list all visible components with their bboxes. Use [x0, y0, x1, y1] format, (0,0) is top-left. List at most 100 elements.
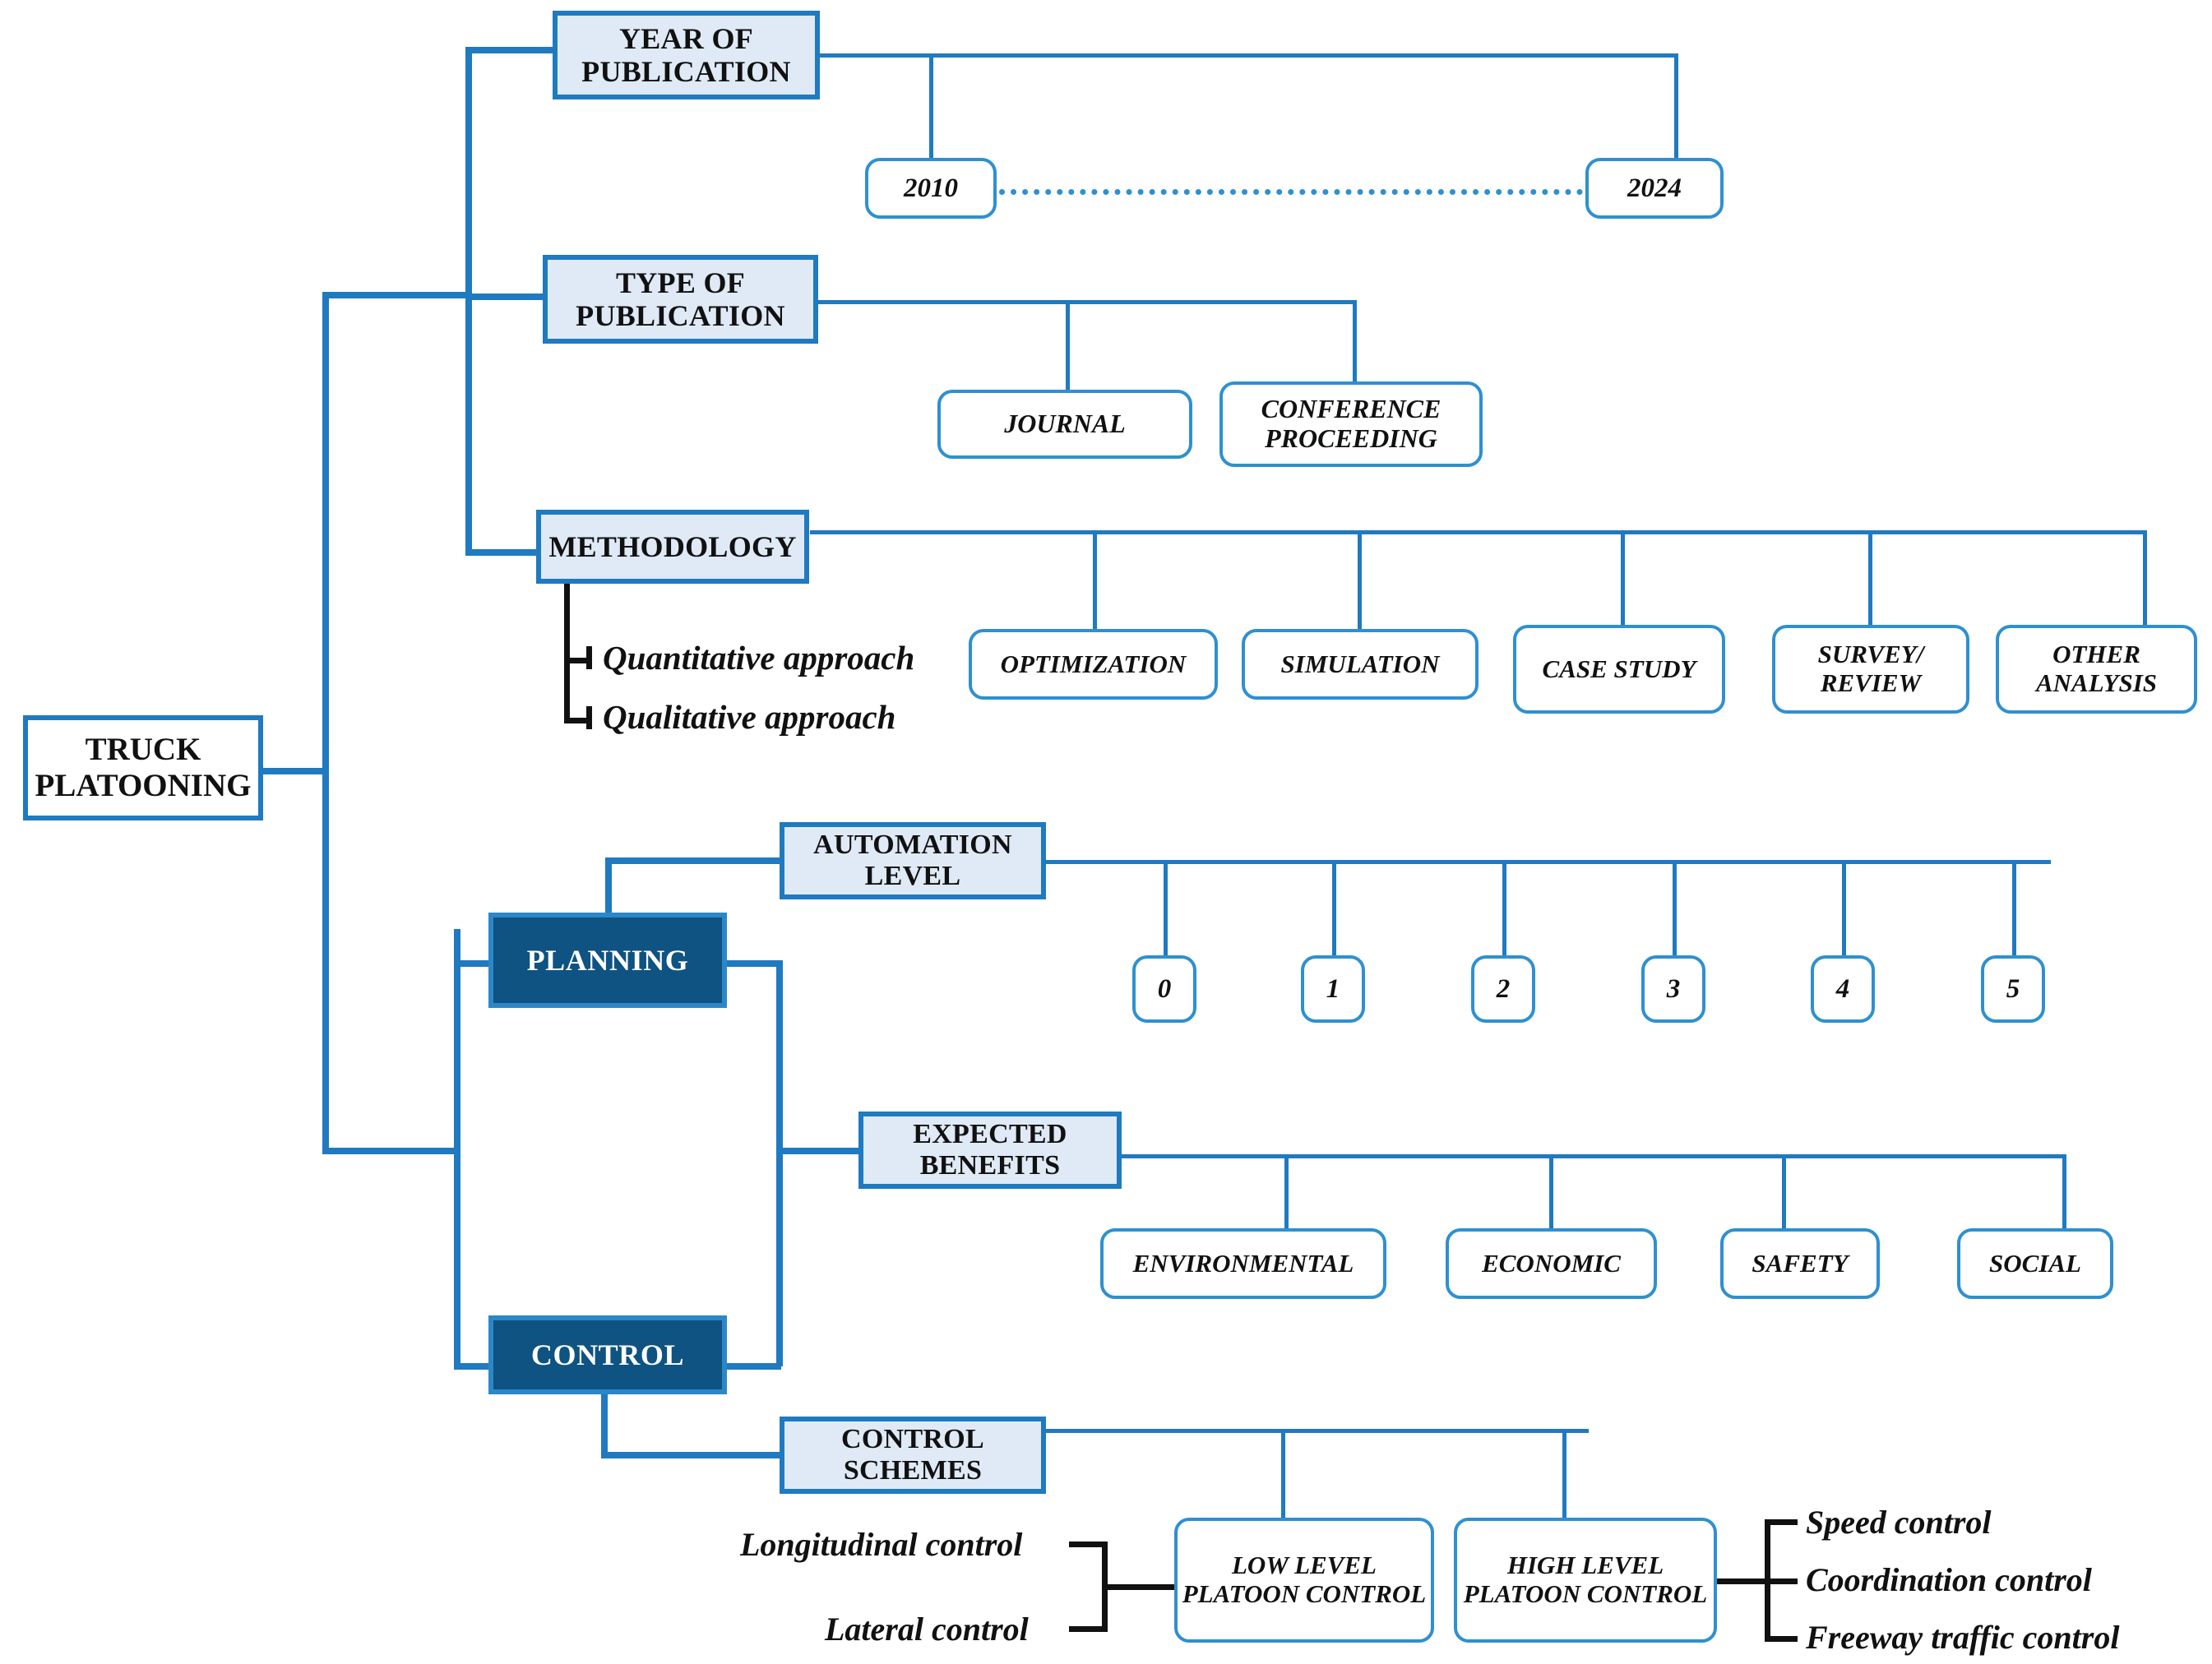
connector-approach-qualitative-tick — [564, 718, 592, 723]
node-journal-label: JOURNAL — [1004, 409, 1126, 439]
connector-planning-control-spine — [454, 929, 460, 1367]
connector-year-2024-drop — [1674, 53, 1678, 163]
node-survey-review-label: SURVEY/ REVIEW — [1817, 640, 1924, 697]
connector-type-journal-drop — [1066, 300, 1070, 392]
node-truck-platooning-label: TRUCK PLATOONING — [35, 732, 252, 803]
node-methodology[interactable]: METHODOLOGY — [536, 510, 809, 584]
node-conference-proceeding[interactable]: CONFERENCE PROCEEDING — [1219, 381, 1483, 467]
label-speed-control: Speed control — [1806, 1503, 1992, 1542]
connector-control-down — [601, 1392, 608, 1458]
connector-coordination-tick — [1765, 1578, 1798, 1584]
node-type-of-publication-label: TYPE OF PUBLICATION — [576, 266, 785, 332]
node-year-2024-label: 2024 — [1627, 173, 1682, 203]
node-year-of-publication[interactable]: YEAR OF PUBLICATION — [553, 11, 820, 99]
connector-approach-quantitative-tick — [564, 658, 592, 663]
node-simulation-label: SIMULATION — [1280, 649, 1440, 678]
connector-benefits-environmental-drop — [1284, 1154, 1289, 1245]
node-benefit-environmental[interactable]: ENVIRONMENTAL — [1100, 1228, 1386, 1299]
connector-methodology-survey-drop — [1868, 530, 1872, 637]
node-planning-label: PLANNING — [526, 943, 689, 977]
connector-automation-4-drop — [1842, 860, 1846, 960]
node-survey-review[interactable]: SURVEY/ REVIEW — [1772, 625, 1969, 714]
connector-benefits-economic-drop — [1549, 1154, 1553, 1245]
connector-automation-0-drop — [1164, 860, 1168, 960]
connector-lateral-tick — [1069, 1626, 1106, 1632]
node-other-analysis[interactable]: OTHER ANALYSIS — [1996, 625, 2197, 714]
connector-benefits-bus — [1112, 1154, 2066, 1158]
connector-approach-tick-top — [586, 646, 592, 669]
node-benefit-safety[interactable]: SAFETY — [1720, 1228, 1880, 1299]
node-case-study[interactable]: CASE STUDY — [1513, 625, 1725, 714]
connector-automation-bus — [1046, 860, 2051, 864]
connector-approach-bracket-spine — [564, 575, 570, 723]
node-optimization-label: OPTIMIZATION — [1000, 649, 1187, 678]
node-benefit-economic-label: ECONOMIC — [1482, 1248, 1621, 1278]
node-automation-1-label: 1 — [1326, 973, 1340, 1004]
node-other-analysis-label: OTHER ANALYSIS — [2035, 640, 2157, 697]
connector-root-stub — [261, 768, 327, 774]
label-qualitative-approach: Qualitative approach — [603, 697, 895, 737]
label-freeway-traffic-control-text: Freeway traffic control — [1806, 1619, 2120, 1656]
node-low-level-platoon-control[interactable]: LOW LEVEL PLATOON CONTROL — [1174, 1518, 1434, 1643]
node-benefit-social[interactable]: SOCIAL — [1957, 1228, 2113, 1299]
node-benefit-economic[interactable]: ECONOMIC — [1446, 1228, 1657, 1299]
node-high-level-platoon-control[interactable]: HIGH LEVEL PLATOON CONTROL — [1454, 1518, 1717, 1643]
label-longitudinal-control: Longitudinal control — [740, 1525, 1022, 1564]
node-automation-4-label: 4 — [1835, 973, 1850, 1004]
node-control-schemes[interactable]: CONTROL SCHEMES — [780, 1417, 1046, 1494]
connector-automation-2-drop — [1502, 860, 1506, 960]
node-automation-level-label: AUTOMATION LEVEL — [813, 829, 1012, 891]
node-truck-platooning[interactable]: TRUCK PLATOONING — [23, 715, 263, 820]
node-control-label: CONTROL — [530, 1338, 685, 1371]
connector-approach-tick-bottom — [586, 706, 592, 729]
label-coordination-control: Coordination control — [1806, 1560, 2092, 1599]
connector-right-bracket-stem — [1694, 1578, 1768, 1584]
node-automation-level[interactable]: AUTOMATION LEVEL — [780, 822, 1046, 899]
connector-to-methodology — [465, 549, 538, 556]
node-case-study-label: CASE STUDY — [1542, 654, 1696, 683]
node-automation-1[interactable]: 1 — [1301, 955, 1365, 1023]
node-expected-benefits[interactable]: EXPECTED BENEFITS — [858, 1112, 1122, 1189]
node-automation-3[interactable]: 3 — [1641, 955, 1705, 1023]
label-quantitative-approach: Quantitative approach — [603, 638, 914, 677]
label-coordination-control-text: Coordination control — [1806, 1561, 2092, 1598]
node-automation-4[interactable]: 4 — [1811, 955, 1875, 1023]
connector-trunk-main — [322, 292, 329, 1151]
connector-to-year — [465, 47, 556, 53]
connector-left-bracket-stem — [1102, 1584, 1192, 1590]
node-automation-2[interactable]: 2 — [1471, 955, 1535, 1023]
node-year-2024[interactable]: 2024 — [1585, 158, 1724, 219]
label-speed-control-text: Speed control — [1806, 1504, 1992, 1541]
node-automation-5[interactable]: 5 — [1981, 955, 2045, 1023]
connector-methodology-optimization-drop — [1093, 530, 1097, 637]
node-type-of-publication[interactable]: TYPE OF PUBLICATION — [543, 255, 818, 344]
node-automation-5-label: 5 — [2006, 973, 2020, 1004]
connector-to-expected-benefits — [776, 1148, 863, 1154]
node-automation-3-label: 3 — [1666, 973, 1681, 1004]
node-automation-0[interactable]: 0 — [1132, 955, 1196, 1023]
connector-methodology-bus — [810, 530, 2146, 534]
connector-automation-1-drop — [1332, 860, 1336, 960]
node-high-level-platoon-control-label: HIGH LEVEL PLATOON CONTROL — [1463, 1551, 1708, 1608]
connector-benefits-spine — [776, 960, 783, 1366]
connector-freeway-tick — [1765, 1636, 1798, 1642]
node-optimization[interactable]: OPTIMIZATION — [969, 629, 1218, 700]
label-lateral-control: Lateral control — [825, 1610, 1029, 1648]
node-planning[interactable]: PLANNING — [488, 913, 727, 1008]
connector-trunk-top — [322, 292, 469, 298]
label-quantitative-approach-text: Quantitative approach — [603, 639, 915, 677]
node-journal[interactable]: JOURNAL — [937, 390, 1192, 459]
connector-planning-to-automation — [605, 857, 783, 864]
node-control[interactable]: CONTROL — [488, 1315, 727, 1394]
connector-year-bus — [814, 53, 1678, 58]
connector-to-planning — [454, 960, 492, 967]
node-automation-0-label: 0 — [1157, 973, 1172, 1004]
connector-automation-3-drop — [1673, 860, 1677, 960]
node-year-2010-label: 2010 — [904, 173, 958, 203]
connector-speed-tick — [1765, 1519, 1798, 1525]
node-simulation[interactable]: SIMULATION — [1242, 629, 1479, 700]
node-year-2010[interactable]: 2010 — [865, 158, 997, 219]
connector-longitudinal-tick — [1069, 1542, 1106, 1547]
node-control-schemes-label: CONTROL SCHEMES — [840, 1423, 984, 1486]
